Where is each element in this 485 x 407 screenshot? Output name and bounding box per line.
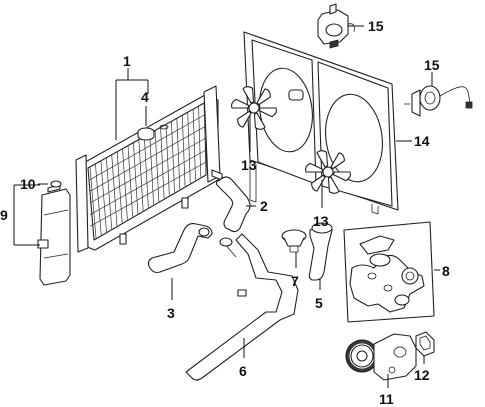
water-pipe [185, 233, 299, 381]
callout-4: 4 [141, 89, 149, 105]
radiator-cap [137, 124, 169, 141]
callout-10: 10 [20, 176, 36, 192]
radiator [75, 85, 223, 253]
thermostat-housing [308, 222, 333, 281]
upper-radiator-hose [215, 176, 251, 233]
lower-radiator-hose [147, 223, 213, 274]
fan-shroud [243, 31, 399, 215]
callout-15-top: 15 [368, 18, 384, 34]
callout-2: 2 [260, 198, 268, 214]
callout-8: 8 [442, 263, 450, 279]
callout-7: 7 [291, 273, 299, 289]
callout-6: 6 [239, 363, 247, 379]
leader-lines [13, 25, 440, 388]
callout-1: 1 [123, 53, 131, 69]
cooling-fan-left [231, 86, 277, 130]
callouts: 1 4 9 10 2 3 6 7 5 8 11 12 13 13 14 15 1… [0, 18, 450, 407]
water-pump [345, 333, 417, 381]
water-outlet-assembly [343, 221, 435, 323]
reservoir-cap [50, 180, 62, 188]
callout-14: 14 [414, 133, 430, 149]
water-pump-gasket [415, 331, 435, 357]
thermostat [281, 229, 307, 253]
callout-12: 12 [414, 367, 430, 383]
callout-13-left: 13 [241, 157, 257, 173]
callout-11: 11 [379, 391, 394, 407]
callout-13-right: 13 [313, 213, 329, 229]
cooling-fan-right [305, 150, 351, 194]
fan-motor-lower [404, 85, 473, 117]
callout-9: 9 [0, 207, 8, 223]
callout-15-right: 15 [424, 57, 440, 73]
callout-3: 3 [167, 305, 175, 321]
coolant-reservoir [37, 184, 71, 286]
callout-5: 5 [315, 295, 323, 311]
fan-motor-upper [317, 3, 355, 49]
